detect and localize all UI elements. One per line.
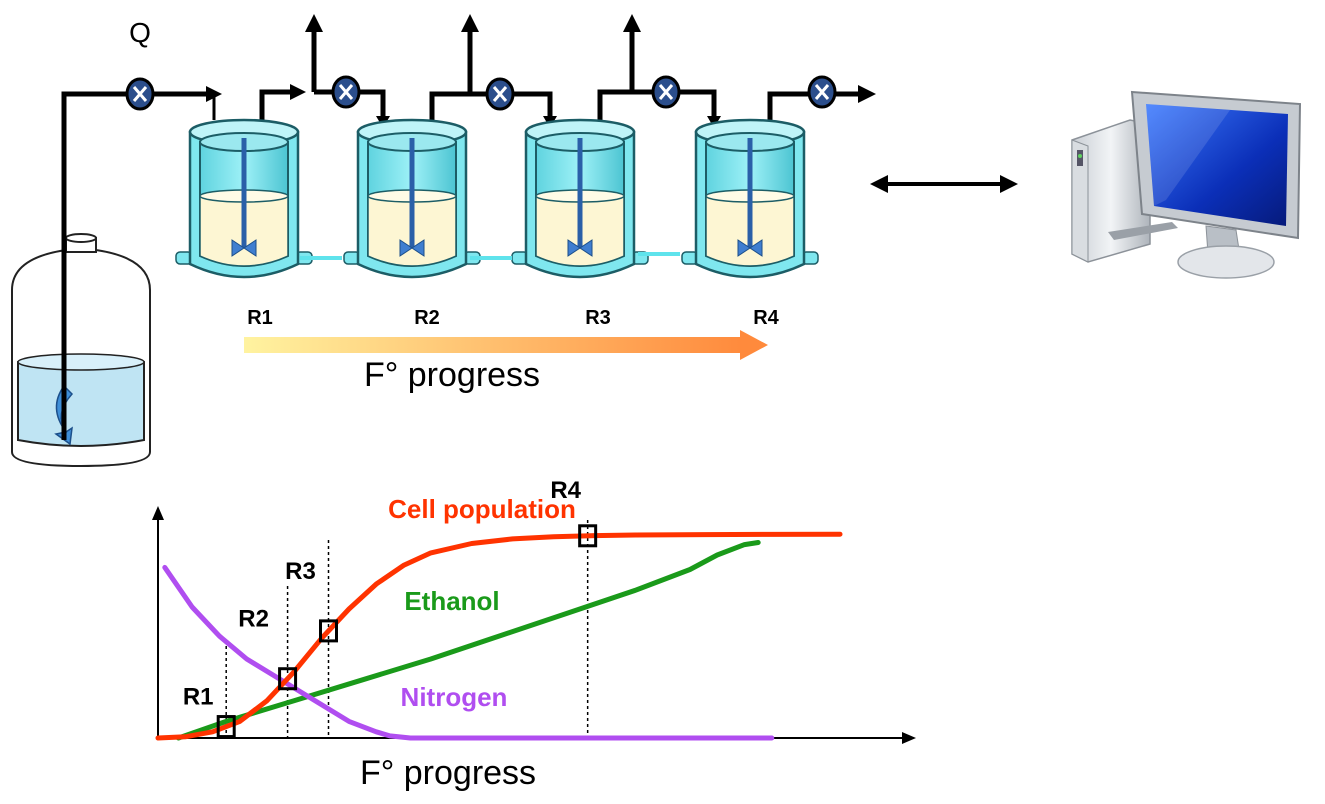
reactor-marker-labels: R1 R2 R3 R4: [183, 477, 582, 711]
series-label-cell-population: Cell population: [388, 494, 576, 524]
valves: [125, 75, 837, 111]
flow-rate-label: Q: [129, 17, 151, 48]
series-line-nitrogen: [162, 564, 775, 741]
reactor-marker-boxes: [216, 524, 598, 739]
reactor-marker-lines: [225, 520, 589, 738]
y-axis-arrow-icon: [152, 506, 164, 520]
computer-icon[interactable]: [1071, 90, 1302, 279]
double-arrow-icon: [870, 175, 1018, 193]
marker-box-r1: [216, 715, 236, 739]
series-line-cell-population: [155, 531, 843, 741]
valve-icon[interactable]: [125, 77, 155, 111]
reactor-4[interactable]: [681, 118, 819, 279]
series-label-nitrogen: Nitrogen: [401, 682, 508, 712]
reactor-train: [175, 118, 819, 279]
x-axis-label: F° progress: [360, 754, 536, 792]
chart-series: [155, 531, 843, 741]
reactor-label-r4: R4: [753, 307, 779, 329]
flow-arrowheads: [206, 14, 876, 128]
reactor-label-r2: R2: [414, 307, 440, 329]
reactor-3[interactable]: [511, 118, 649, 279]
progress-arrow: [244, 330, 768, 360]
valve-icon[interactable]: [485, 77, 515, 111]
marker-label-r2: R2: [238, 606, 269, 633]
marker-label-r3: R3: [285, 558, 316, 585]
impeller-icon: [567, 239, 593, 257]
marker-box-r3: [319, 619, 338, 643]
progress-label-top: F° progress: [364, 356, 540, 394]
fermentation-chart: R1 R2 R3 R4 Cell population Ethanol Nitroge…: [152, 477, 916, 792]
impeller-icon: [231, 239, 257, 257]
marker-box-r4: [578, 524, 598, 548]
valve-icon[interactable]: [807, 75, 837, 109]
reactor-labels: R1 R2 R3 R4: [247, 307, 779, 329]
marker-box-r2: [278, 667, 298, 691]
marker-label-r4: R4: [550, 477, 581, 504]
jacket-links: [300, 252, 680, 260]
reactor-label-r1: R1: [247, 307, 273, 329]
valve-icon[interactable]: [331, 75, 361, 109]
x-axis-arrow-icon: [902, 732, 916, 744]
series-labels: Cell population Ethanol Nitrogen: [388, 494, 576, 712]
reactor-1[interactable]: [175, 118, 313, 279]
marker-label-r1: R1: [183, 684, 214, 711]
impeller-icon: [399, 239, 425, 257]
feed-bottle: [11, 233, 151, 468]
series-line-ethanol: [176, 540, 761, 741]
series-label-ethanol: Ethanol: [404, 586, 499, 616]
impeller-icon: [737, 239, 763, 257]
valve-icon[interactable]: [651, 75, 681, 109]
reactor-2[interactable]: [343, 118, 481, 279]
reactor-label-r3: R3: [585, 307, 611, 329]
